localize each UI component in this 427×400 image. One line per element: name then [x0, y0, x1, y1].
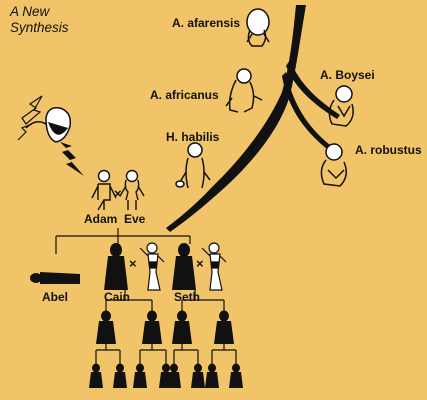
label-adam: Adam: [84, 212, 118, 226]
third-generation: [89, 363, 243, 388]
branch-robustus: [282, 72, 330, 149]
seth-figure: [172, 243, 196, 290]
label-habilis: H. habilis: [166, 130, 220, 144]
robustus-figure: [320, 143, 347, 187]
cain-wife-figure: [139, 242, 165, 291]
branch-boysei: [286, 60, 340, 119]
afarensis-figure: [246, 8, 270, 47]
second-generation: [96, 310, 234, 344]
label-cain: Cain: [104, 290, 131, 304]
evolution-tree: [166, 5, 340, 232]
title-line-2: Synthesis: [10, 20, 69, 35]
africanus-figure: [225, 68, 263, 113]
eve-figure: [119, 169, 145, 210]
adam-figure: [91, 169, 117, 211]
label-boysei: A. Boysei: [320, 68, 375, 82]
label-afarensis: A. afarensis: [172, 16, 241, 30]
cain-figure: [104, 243, 128, 290]
habilis-figure: [175, 142, 211, 189]
label-robustus: A. robustus: [355, 143, 422, 157]
union-mark-cain: ×: [129, 256, 137, 271]
seth-wife-figure: [201, 242, 227, 291]
boysei-figure: [328, 85, 354, 127]
family-tree-lines: [55, 228, 237, 364]
abel-figure: [30, 272, 80, 284]
union-mark-seth: ×: [196, 256, 204, 271]
trunk: [166, 5, 306, 232]
label-abel: Abel: [42, 290, 69, 304]
label-eve: Eve: [124, 212, 146, 226]
diagram-title: A New Synthesis: [10, 4, 69, 36]
label-seth: Seth: [174, 290, 201, 304]
title-line-1: A New: [10, 4, 50, 19]
label-africanus: A. africanus: [150, 88, 219, 102]
god-figure: [17, 95, 84, 176]
union-mark-adam-eve: ×: [114, 186, 122, 201]
